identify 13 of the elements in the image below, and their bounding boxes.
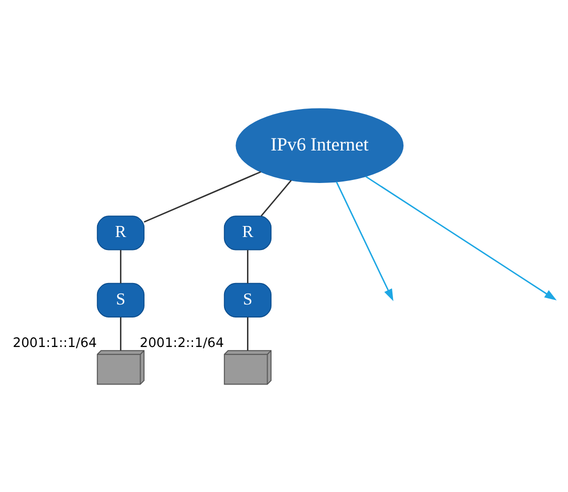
node-ellipse: IPv6 Internet [236,108,404,182]
connector [144,170,262,222]
connector [260,179,292,216]
connector [120,250,122,283]
connector [120,316,122,350]
connector [247,316,248,350]
node-box: R [96,215,144,250]
node-label: 2001:1::1/64 [12,336,97,351]
connector [247,250,248,283]
node-box: R [224,215,272,250]
node-label: 2001:2::1/64 [140,336,224,351]
node-box: S [96,282,144,317]
node-box: S [224,282,272,317]
